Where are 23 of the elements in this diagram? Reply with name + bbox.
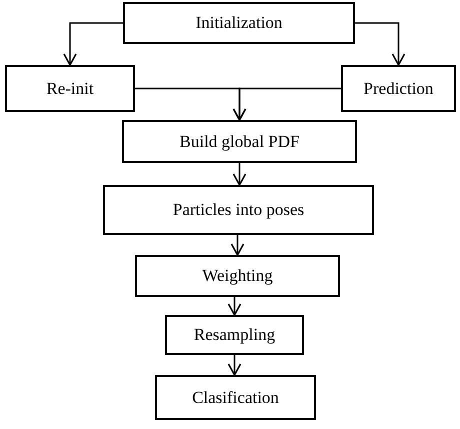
box-label: Build global PDF <box>180 132 300 152</box>
process-box <box>135 255 340 297</box>
process-box <box>122 120 357 163</box>
box-label: Prediction <box>364 78 434 98</box>
box-label: Clasification <box>192 388 279 408</box>
arrow <box>355 22 406 66</box>
arrow <box>232 88 341 121</box>
arrow <box>63 22 123 66</box>
arrow <box>230 235 244 256</box>
process-box <box>341 65 456 112</box>
box-label: Resampling <box>194 325 276 345</box>
process-box <box>155 375 316 420</box>
box-label: Particles into poses <box>172 200 304 220</box>
arrow <box>228 355 242 376</box>
process-box <box>103 185 374 235</box>
box-label: Initialization <box>196 13 282 33</box>
process-box <box>165 315 304 355</box>
box-label: Weighting <box>202 266 273 286</box>
process-box <box>123 2 355 44</box>
arrow <box>228 297 242 316</box>
box-label: Re-init <box>46 78 94 98</box>
process-box <box>5 65 135 112</box>
arrow <box>232 163 246 186</box>
